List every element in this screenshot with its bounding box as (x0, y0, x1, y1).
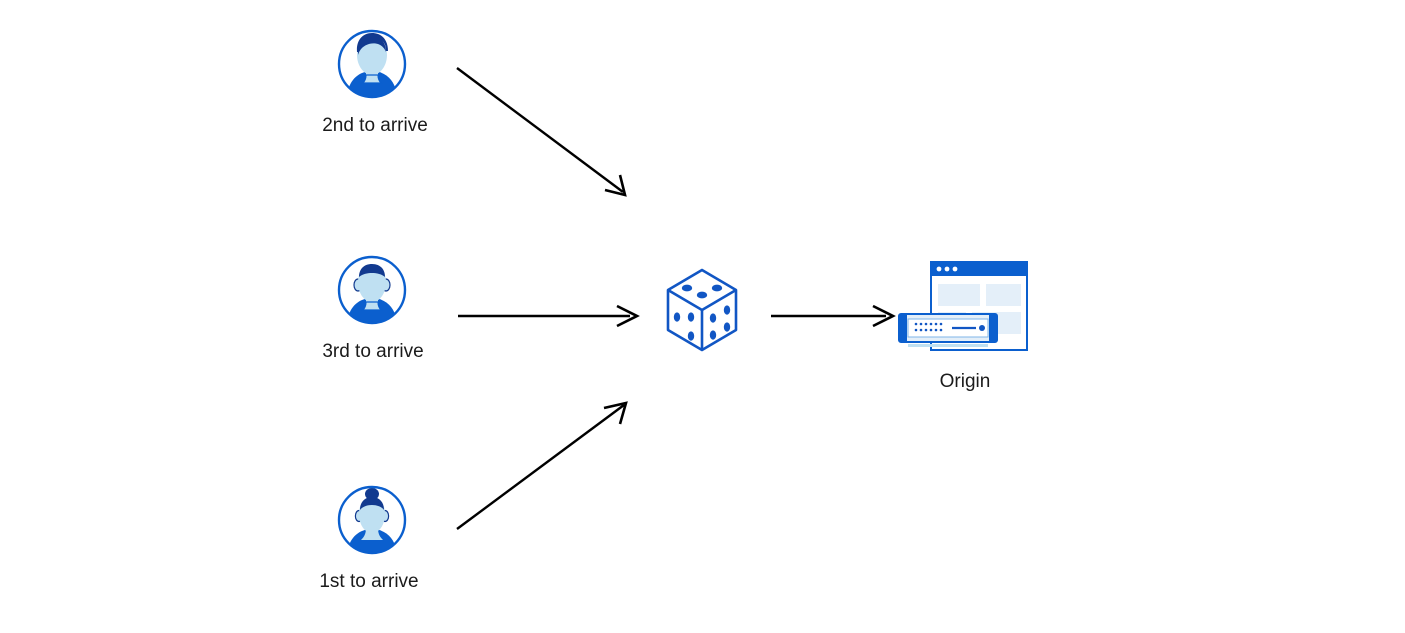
node-load-balancer[interactable] (662, 266, 742, 354)
node-client-3rd[interactable]: 3rd to arrive (322, 254, 424, 362)
user-avatar-icon (337, 485, 407, 555)
user-avatar-icon (337, 255, 407, 325)
arrow-dice-to-origin (771, 304, 896, 328)
arrow-3rd-to-dice (458, 304, 640, 328)
node-client-2nd[interactable]: 2nd to arrive (322, 28, 428, 136)
node-origin-server[interactable]: Origin (896, 258, 1036, 392)
node-client-1st[interactable]: 1st to arrive (319, 484, 419, 592)
node-label-origin-server: Origin (939, 371, 991, 392)
dice-icon (666, 268, 738, 352)
user-avatar-icon (337, 29, 407, 99)
arrow-1st-to-dice (456, 401, 628, 530)
node-label-client-2nd: 2nd to arrive (322, 115, 428, 136)
server-unit-icon (898, 313, 998, 347)
node-label-client-3rd: 3rd to arrive (322, 341, 424, 362)
origin-server-icon (898, 261, 1028, 351)
node-label-client-1st: 1st to arrive (319, 571, 419, 592)
